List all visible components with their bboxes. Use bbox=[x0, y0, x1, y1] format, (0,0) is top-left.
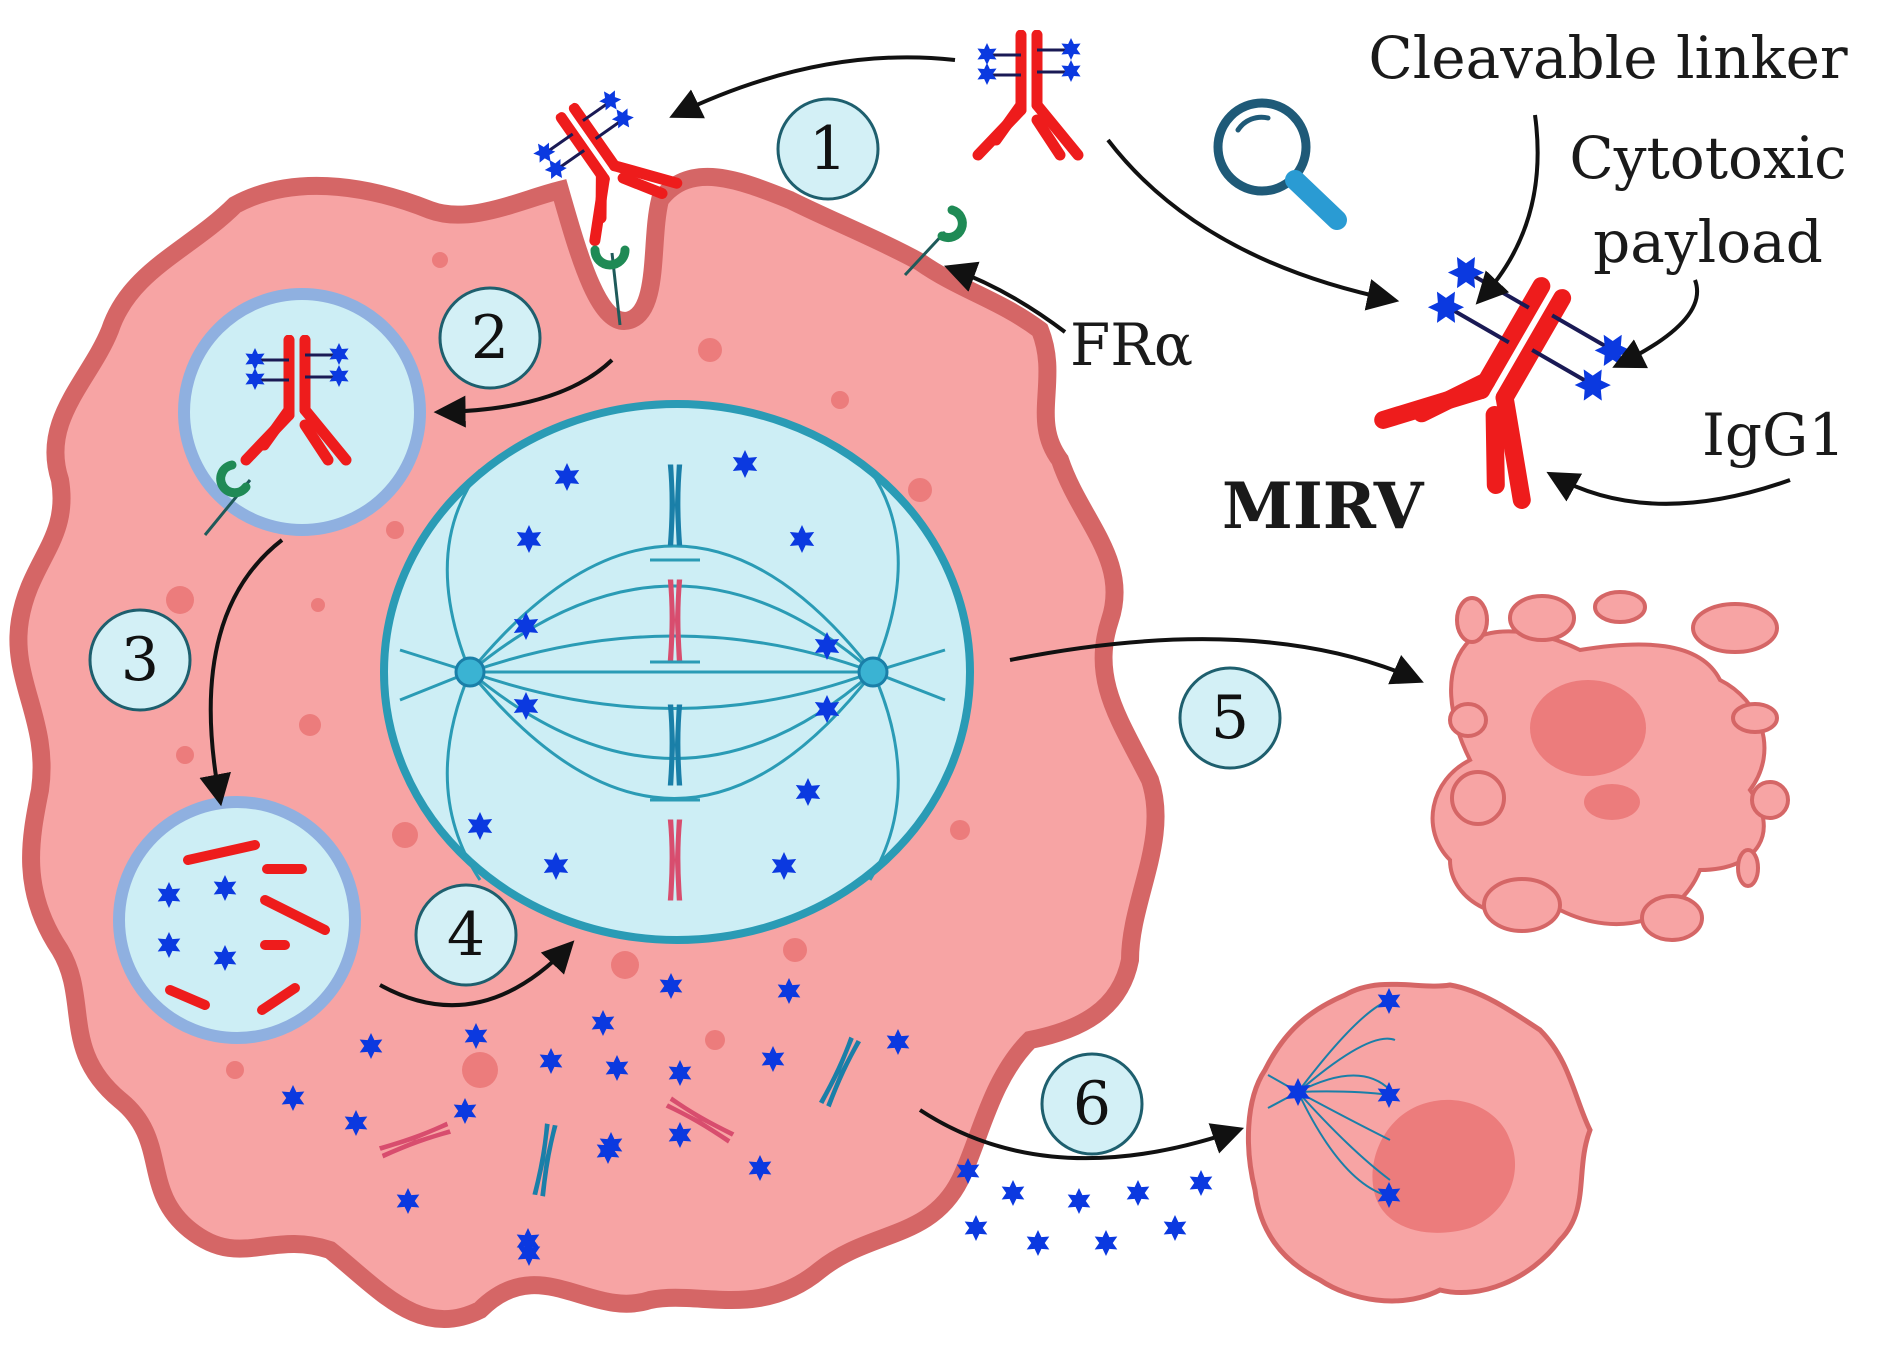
arrow-payload bbox=[1612, 279, 1700, 369]
arrow-step5 bbox=[1009, 637, 1424, 685]
magnifier-icon bbox=[1213, 98, 1347, 230]
label-mirv: MIRV bbox=[1222, 469, 1425, 544]
svg-text:4: 4 bbox=[447, 900, 485, 970]
step-6: 6 bbox=[1040, 1052, 1144, 1156]
arrow-step3 bbox=[199, 538, 284, 807]
bound-antibody-on-membrane bbox=[526, 83, 679, 326]
step-4: 4 bbox=[414, 883, 518, 987]
chromosomes-metaphase bbox=[650, 464, 700, 901]
arrow-linker bbox=[1475, 114, 1540, 305]
step-5: 5 bbox=[1178, 666, 1282, 770]
cytoplasm-granules bbox=[166, 252, 970, 1088]
arrow-to-mirv bbox=[1106, 138, 1400, 311]
label-fra: FRα bbox=[1070, 311, 1193, 379]
centrosome-right bbox=[857, 656, 889, 688]
bystander-payload bbox=[956, 1158, 1213, 1256]
step-2: 2 bbox=[438, 286, 542, 390]
label-igg1: IgG1 bbox=[1702, 401, 1845, 469]
arrow-fra bbox=[943, 261, 1067, 334]
svg-text:3: 3 bbox=[121, 625, 159, 695]
step-1: 1 bbox=[776, 97, 880, 201]
label-cytotoxic: Cytotoxic bbox=[1569, 124, 1846, 192]
step-3: 3 bbox=[88, 608, 192, 712]
apoptotic-cell bbox=[1430, 590, 1790, 942]
arrow-step4 bbox=[379, 940, 575, 1008]
free-antibody bbox=[977, 35, 1080, 155]
svg-text:2: 2 bbox=[471, 303, 509, 373]
dividing-nucleus bbox=[380, 400, 974, 944]
endosome bbox=[178, 288, 426, 536]
arrow-step1 bbox=[669, 55, 956, 119]
arrow-step6 bbox=[918, 1108, 1245, 1161]
label-payload: payload bbox=[1593, 208, 1823, 276]
free-receptor bbox=[903, 205, 967, 277]
arrow-igg1 bbox=[1546, 471, 1791, 506]
centrosome-left bbox=[454, 656, 486, 688]
arrow-step2 bbox=[433, 358, 614, 428]
lysosome bbox=[113, 796, 361, 1044]
svg-text:6: 6 bbox=[1073, 1069, 1111, 1139]
svg-text:1: 1 bbox=[809, 114, 847, 184]
mirv-antibody-detail bbox=[1374, 249, 1636, 509]
label-cleavable-linker: Cleavable linker bbox=[1368, 24, 1848, 92]
svg-text:5: 5 bbox=[1211, 683, 1249, 753]
bystander-cell bbox=[1245, 981, 1593, 1304]
flow-arrows bbox=[199, 55, 1791, 1161]
